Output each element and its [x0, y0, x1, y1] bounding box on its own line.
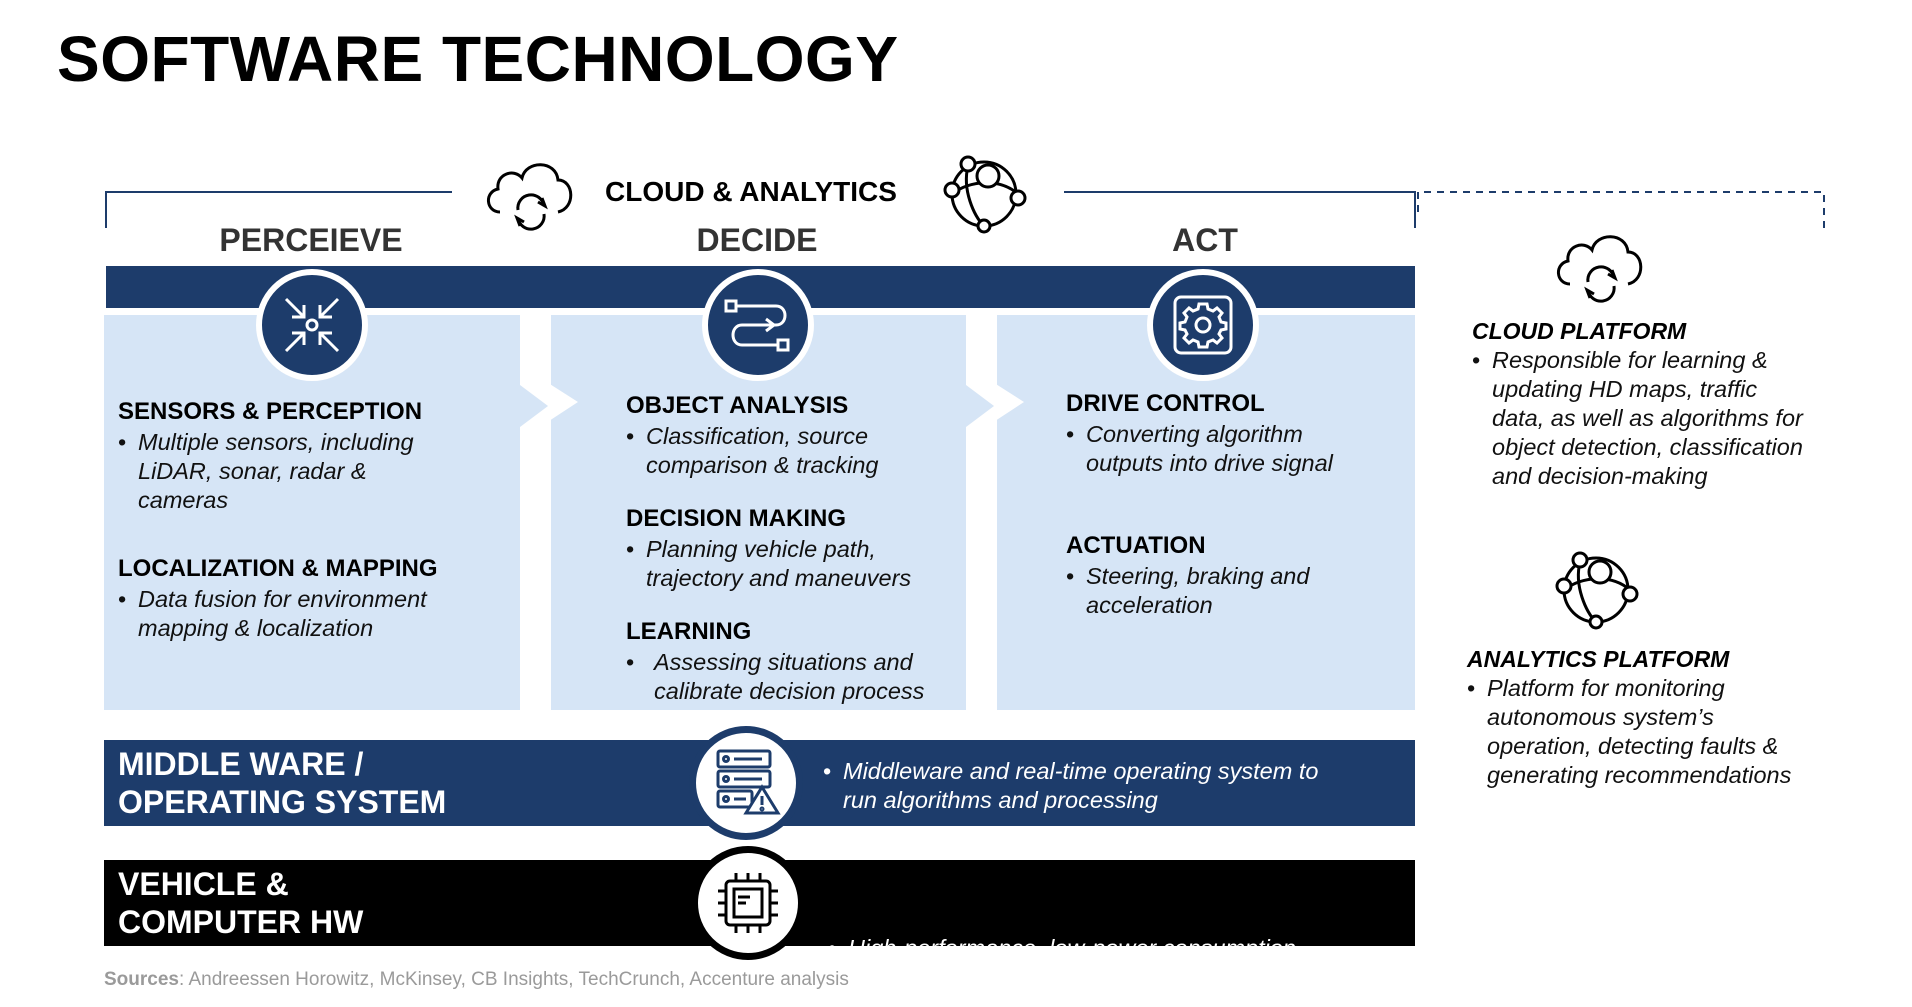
bullet-line: comparison & tracking [646, 452, 879, 478]
hardware-bullet-line2: system on a chip (SOC) with high reliabi… [848, 964, 1295, 990]
bullet-line: Classification, source [646, 423, 869, 449]
hardware-title-line2: COMPUTER HW [118, 904, 364, 940]
bullet-actuation: Steering, braking and acceleration [1066, 562, 1406, 620]
bullet-line: generating recommendations [1487, 762, 1792, 788]
bullet-line: autonomous system’s [1487, 704, 1714, 730]
bullet-line: mapping & localization [138, 615, 374, 641]
bullet-decision-making: Planning vehicle path, trajectory and ma… [626, 535, 966, 593]
cloud-analytics-label: CLOUD & ANALYTICS [605, 176, 897, 207]
section-title-object-analysis: OBJECT ANALYSIS [626, 392, 849, 419]
middleware-title-line2: OPERATING SYSTEM [118, 784, 447, 820]
bullet-line: LiDAR, sonar, radar & [138, 458, 367, 484]
cloud-sync-icon [487, 163, 573, 231]
bullet-line: acceleration [1086, 592, 1213, 618]
bullet-line: Assessing situations and [654, 649, 913, 675]
bullet-line: updating HD maps, traffic [1492, 376, 1758, 402]
arrows-converge-icon [256, 269, 368, 381]
bullet-line: and decision-making [1492, 463, 1708, 489]
section-title-decision-making: DECISION MAKING [626, 505, 847, 532]
section-title-sensors: SENSORS & PERCEPTION [118, 398, 423, 425]
bullet-line: Planning vehicle path, [646, 536, 876, 562]
section-title-actuation: ACTUATION [1066, 532, 1206, 559]
bullet-line: operation, detecting faults & [1487, 733, 1779, 759]
hardware-title-line1: VEHICLE & [118, 866, 289, 902]
bullet-line: Data fusion for environment [138, 586, 427, 612]
bullet-line: cameras [138, 487, 229, 513]
bullet-learning: Assessing situations and calibrate decis… [626, 648, 966, 706]
route-path-icon [702, 269, 814, 381]
bullet-sensors: Multiple sensors, including LiDAR, sonar… [118, 428, 508, 515]
decide-content: OBJECT ANALYSIS Classification, source c… [626, 392, 966, 706]
analytics-platform-title: ANALYTICS PLATFORM [1467, 646, 1730, 672]
bullet-line: trajectory and maneuvers [646, 565, 912, 591]
bullet-drive-control: Converting algorithm outputs into drive … [1066, 420, 1406, 478]
column-heading-act: ACT [1172, 222, 1238, 258]
cloud-platform-block: CLOUD PLATFORM Responsible for learning … [1472, 318, 1892, 491]
section-title-learning: LEARNING [626, 618, 752, 645]
bullet-localization: Data fusion for environment mapping & lo… [118, 585, 508, 643]
network-globe-icon [1555, 551, 1639, 630]
bullet-line: Steering, braking and [1086, 563, 1310, 589]
section-title-drive-control: DRIVE CONTROL [1066, 390, 1265, 417]
sources-label: Sources [104, 969, 179, 990]
bullet-line: Responsible for learning & [1492, 347, 1768, 373]
hardware-bullet: High-performance, low-power consumption … [828, 934, 1912, 992]
bullet-line: object detection, classification [1492, 434, 1803, 460]
analytics-platform-bullet: Platform for monitoring autonomous syste… [1467, 674, 1897, 790]
hardware-bullet-line1: High-performance, low-power consumption [848, 935, 1297, 961]
cloud-sync-icon [1557, 235, 1643, 303]
bullet-line: Platform for monitoring [1487, 675, 1725, 701]
act-content: DRIVE CONTROL Converting algorithm outpu… [1066, 390, 1406, 620]
server-warning-icon [689, 726, 803, 840]
middleware-bullet-line2: run algorithms and processing [843, 787, 1158, 813]
hardware-title: VEHICLE & COMPUTER HW [118, 865, 363, 941]
middleware-title: MIDDLE WARE / OPERATING SYSTEM [118, 745, 446, 821]
network-globe-icon [943, 155, 1027, 234]
bullet-object-analysis: Classification, source comparison & trac… [626, 422, 966, 480]
gear-icon [1147, 269, 1259, 381]
process-arrows [520, 365, 1024, 440]
column-heading-perceive: PERCEIEVE [219, 222, 403, 258]
analytics-platform-block: ANALYTICS PLATFORM Platform for monitori… [1467, 646, 1897, 790]
cloud-platform-title: CLOUD PLATFORM [1472, 318, 1687, 344]
chip-icon [691, 846, 805, 960]
sources-note: Sources: Andreessen Horowitz, McKinsey, … [104, 969, 849, 991]
perceive-content: SENSORS & PERCEPTION Multiple sensors, i… [118, 398, 508, 643]
middleware-bullet-line1: Middleware and real-time operating syste… [843, 758, 1319, 784]
cloud-bracket [105, 191, 1825, 228]
bullet-line: data, as well as algorithms for [1492, 405, 1803, 431]
sources-text: : Andreessen Horowitz, McKinsey, CB Insi… [178, 969, 849, 990]
bullet-line: outputs into drive signal [1086, 450, 1333, 476]
middleware-title-line1: MIDDLE WARE / [118, 746, 364, 782]
column-heading-decide: DECIDE [696, 222, 818, 258]
page-title: SOFTWARE TECHNOLOGY [57, 23, 899, 95]
bullet-line: calibrate decision process [654, 678, 925, 704]
middleware-bullet: Middleware and real-time operating syste… [823, 757, 1912, 815]
bullet-line: Converting algorithm [1086, 421, 1303, 447]
cloud-platform-bullet: Responsible for learning & updating HD m… [1472, 346, 1892, 491]
section-title-localization: LOCALIZATION & MAPPING [118, 555, 438, 582]
bullet-line: Multiple sensors, including [138, 429, 414, 455]
